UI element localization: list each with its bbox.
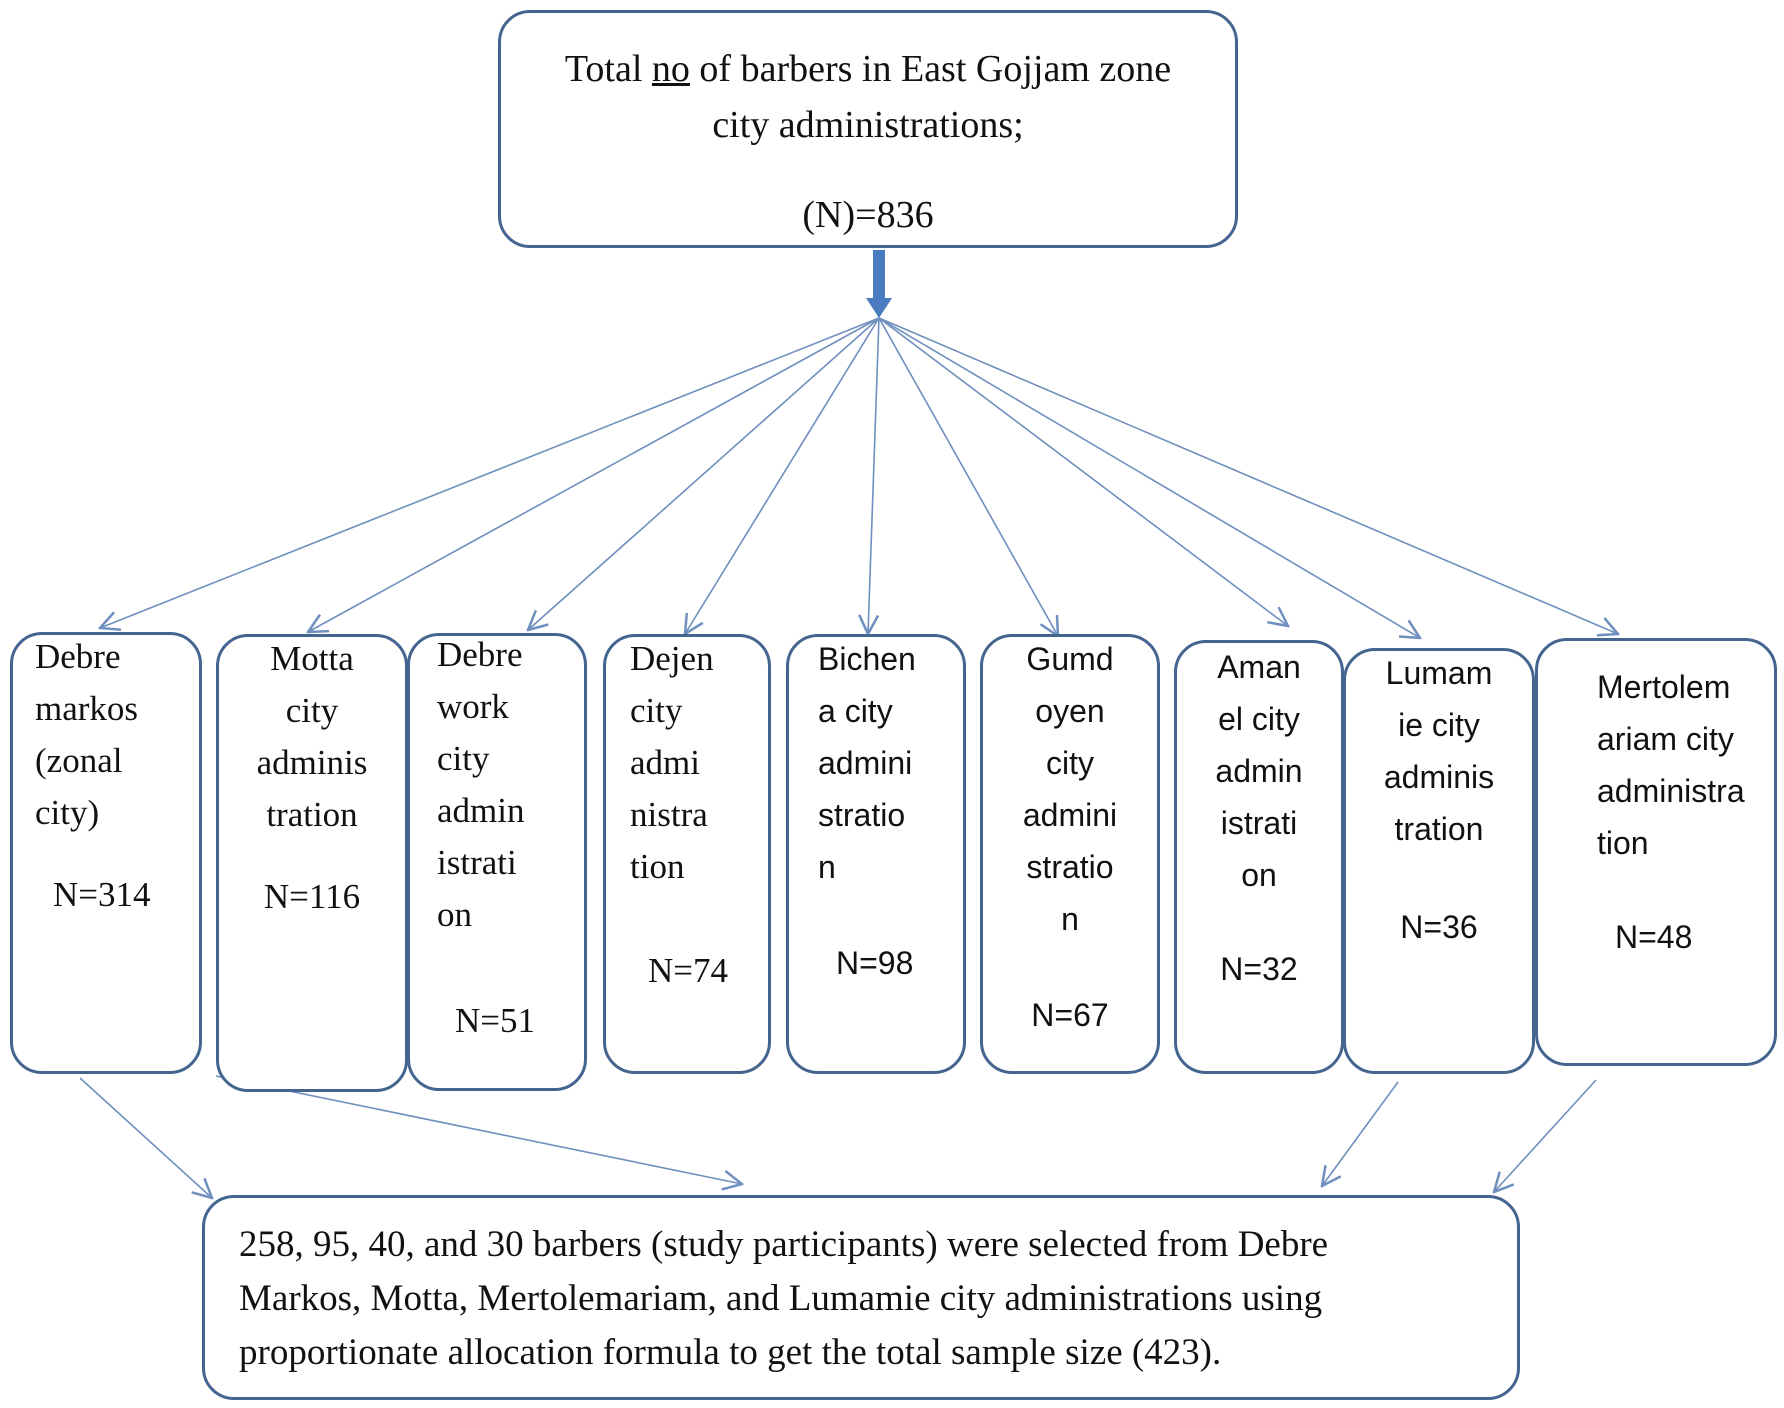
fan-arrow-lumamie	[878, 317, 1420, 638]
main-arrow-shaft	[873, 250, 885, 300]
total-count: (N)=836	[802, 194, 934, 236]
city-count: N=74	[648, 951, 729, 990]
total-title-line1: Total no of barbers in East Gojjam zone	[564, 48, 1172, 90]
city-count: N=116	[263, 877, 361, 916]
sample-selection-text: 258, 95, 40, and 30 barbers (study parti…	[239, 1224, 1329, 1373]
merge-arrows	[79, 1075, 1597, 1198]
fan-arrow-debre-markos	[100, 317, 880, 628]
total-barbers-box: Total no of barbers in East Gojjam zone …	[498, 10, 1238, 248]
sample-selection-box: 258, 95, 40, and 30 barbers (study parti…	[202, 1195, 1520, 1400]
city-count: N=98	[836, 945, 914, 981]
total-title-line2: city administrations;	[712, 104, 1024, 146]
city-count: N=36	[1400, 909, 1478, 945]
merge-arrow-motta	[215, 1075, 742, 1184]
merge-arrow-mertolemariam	[1494, 1079, 1597, 1192]
fan-arrow-bichena	[868, 317, 880, 634]
merge-arrow-debre-markos	[79, 1077, 212, 1198]
fan-arrow-amanel	[878, 317, 1288, 626]
city-count: N=67	[1031, 997, 1109, 1033]
city-count: N=48	[1615, 919, 1693, 955]
city-count: N=51	[455, 1001, 536, 1040]
fan-arrow-mertolemariam	[878, 317, 1618, 634]
main-arrow-head	[866, 298, 892, 318]
fan-arrow-gumdoyen	[878, 317, 1058, 636]
city-count: N=314	[53, 875, 151, 914]
city-count: N=32	[1220, 951, 1298, 987]
fan-arrow-motta	[308, 317, 880, 632]
fan-arrow-debre-work	[528, 317, 880, 630]
fan-arrow-dejen	[685, 317, 880, 634]
fan-arrows	[100, 317, 1618, 638]
merge-arrow-lumamie	[1322, 1081, 1399, 1186]
